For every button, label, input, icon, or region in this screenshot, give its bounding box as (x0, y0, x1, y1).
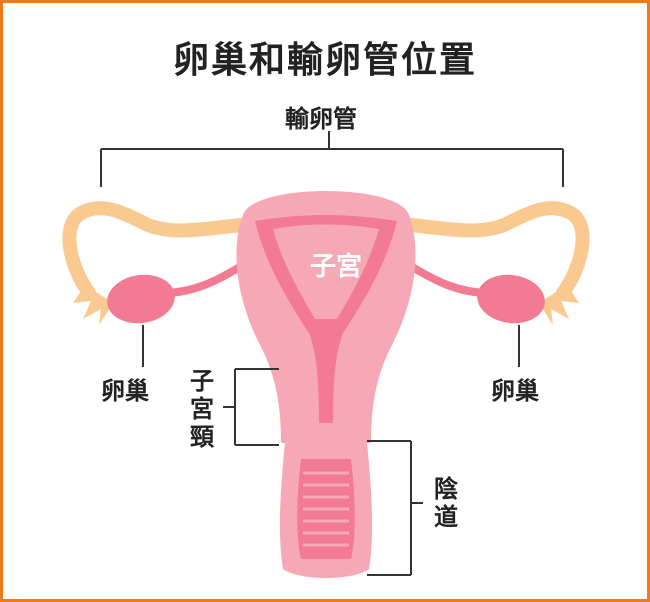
vagina-label: 陰道 (433, 475, 459, 531)
ovary-right-label: 卵巢 (491, 371, 539, 406)
uterus-label: 子宮 (310, 251, 362, 282)
fimbriae-left (73, 285, 113, 325)
ovary-right-shape (474, 271, 548, 328)
ovary-left-label: 卵巢 (101, 371, 149, 406)
fallopian-tube-label: 輸卵管 (285, 99, 357, 134)
ovarian-ligament-right (409, 265, 489, 293)
fallopian-tube-bracket (101, 131, 563, 187)
cervix-label: 子宮頸 (189, 367, 215, 451)
fimbriae-right (539, 285, 579, 325)
ovary-left-shape (104, 271, 178, 328)
cervix-bracket (223, 369, 279, 445)
anatomy-illustration: 子宮 (3, 3, 647, 599)
vagina-bracket (367, 441, 423, 575)
ovarian-ligament-left (163, 265, 243, 293)
vaginal-rugae (303, 473, 349, 545)
